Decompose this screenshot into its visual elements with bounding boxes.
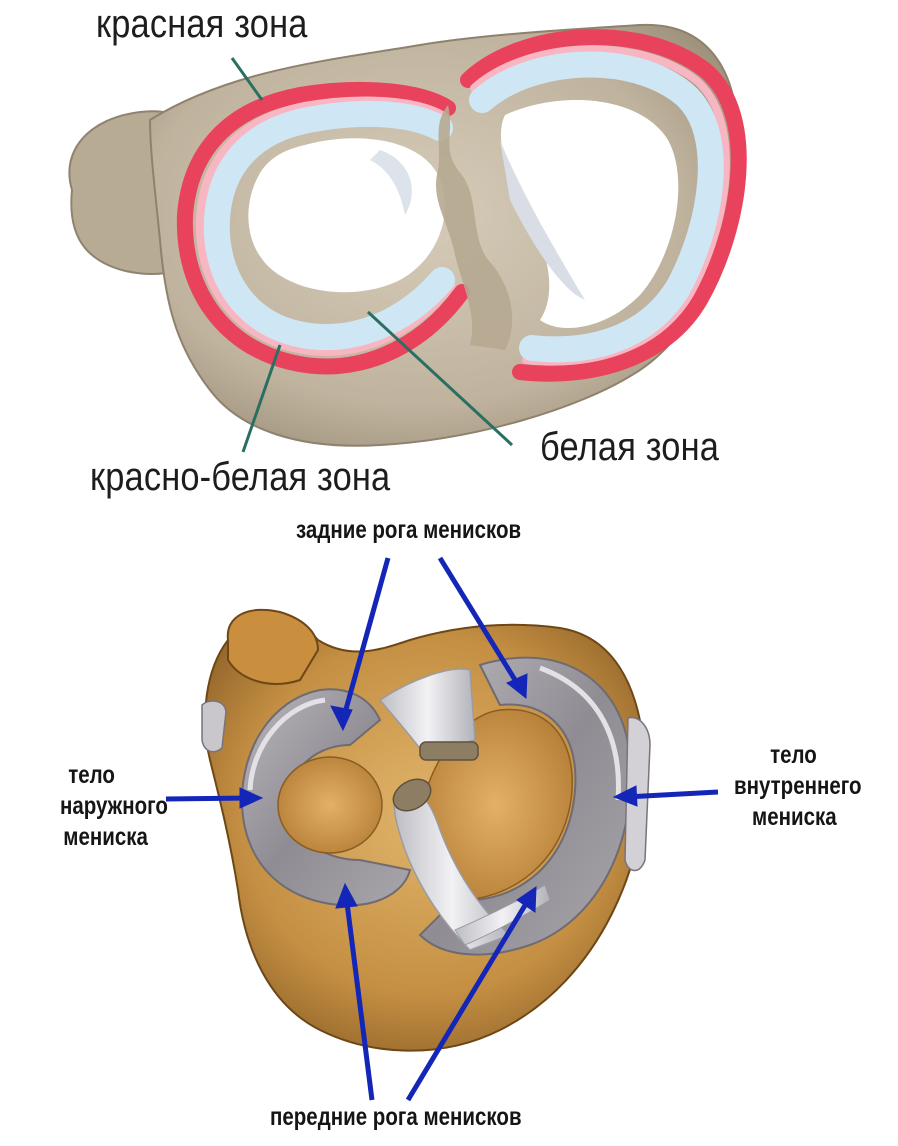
bone-knob-top-left [228, 610, 318, 684]
label-red-zone: красная зона [96, 2, 308, 47]
label-medial-body-line3: мениска [734, 802, 862, 833]
label-lateral-body-line2: наружного [60, 791, 168, 822]
label-medial-body-line1: тело [734, 740, 862, 771]
label-medial-body: тело внутреннего мениска [734, 740, 862, 833]
lateral-tibial-plateau [278, 757, 382, 853]
pcl-cut-end [420, 742, 478, 760]
label-red-white-zone: красно-белая зона [90, 455, 390, 500]
label-lateral-body-line3: мениска [60, 822, 168, 853]
label-lateral-body-line1: тело [60, 760, 168, 791]
label-white-zone: белая зона [540, 425, 719, 470]
arrow-lateral-body [166, 798, 250, 799]
label-medial-body-line2: внутреннего [734, 771, 862, 802]
label-posterior-horns: задние рога менисков [296, 516, 521, 545]
left-articular-surface [248, 138, 445, 292]
lateral-collateral-stump [202, 701, 226, 752]
label-anterior-horns: передние рога менисков [270, 1103, 522, 1132]
top-tibia-illustration [69, 25, 738, 452]
bottom-tibia-illustration [202, 610, 650, 1051]
label-lateral-body: тело наружного мениска [60, 760, 168, 853]
